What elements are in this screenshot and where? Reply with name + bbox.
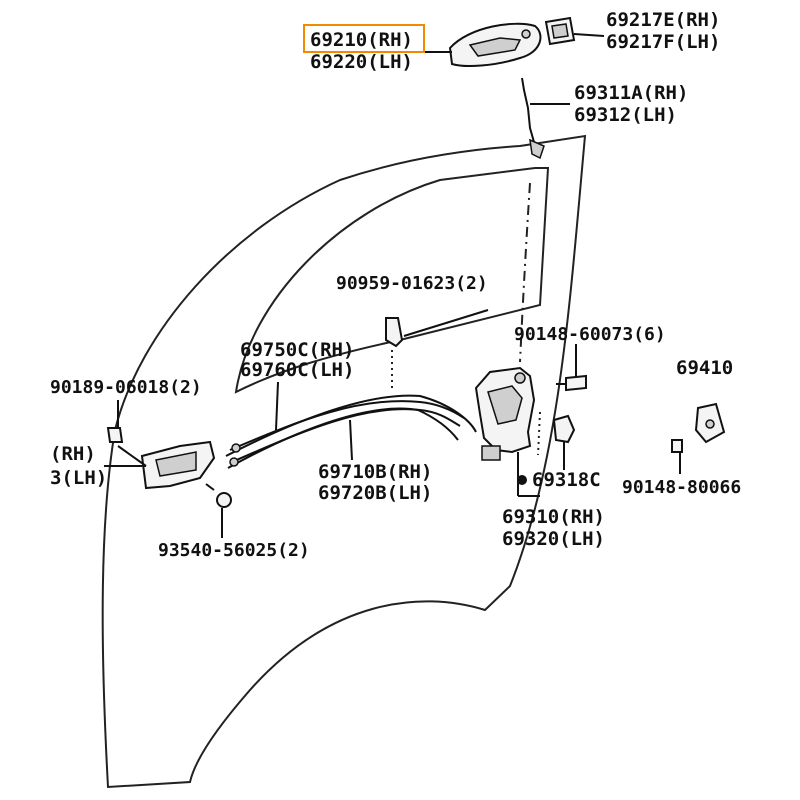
label-69217f[interactable]: 69217F(LH)	[606, 31, 720, 53]
handle-cover-part[interactable]	[544, 16, 576, 46]
label-69210[interactable]: 69210(RH)	[310, 29, 413, 51]
label-69410[interactable]: 69410	[676, 357, 733, 379]
lock-cables[interactable]	[225, 394, 477, 469]
striker-part[interactable]	[694, 402, 726, 444]
label-69310[interactable]: 69310(RH)	[502, 506, 605, 528]
highlight-box	[303, 24, 425, 53]
label-90189[interactable]: 90189-06018(2)	[50, 377, 202, 398]
label-69720b[interactable]: 69720B(LH)	[318, 482, 432, 504]
lock-screw-part[interactable]	[556, 374, 587, 392]
window-line	[234, 167, 550, 394]
label-inside-lh[interactable]: 3(LH)	[50, 467, 107, 489]
label-69318c[interactable]: 69318C	[532, 469, 601, 491]
lock-cover-part[interactable]	[552, 414, 576, 444]
handle-screw-part[interactable]	[205, 483, 232, 508]
label-69217e[interactable]: 69217E(RH)	[606, 9, 720, 31]
door-outline	[101, 134, 587, 789]
label-69311a[interactable]: 69311A(RH)	[574, 82, 688, 104]
outside-handle-part[interactable]	[448, 22, 542, 67]
label-inside-rh[interactable]: (RH)	[50, 443, 96, 465]
striker-screw-part[interactable]	[671, 439, 683, 453]
inside-bolt-part[interactable]	[106, 427, 124, 443]
leader-lines	[104, 33, 681, 538]
label-69320[interactable]: 69320(LH)	[502, 528, 605, 550]
door-panel-dashline	[519, 182, 531, 363]
door-panel-dotline	[391, 350, 541, 456]
clip-part[interactable]	[385, 317, 404, 348]
label-90148-80066[interactable]: 90148-80066	[622, 477, 741, 498]
lock-rod-part[interactable]	[521, 77, 545, 160]
label-69710b[interactable]: 69710B(RH)	[318, 461, 432, 483]
inside-handle-part[interactable]	[140, 440, 216, 490]
label-93540[interactable]: 93540-56025(2)	[158, 540, 310, 561]
label-69220[interactable]: 69220(LH)	[310, 51, 413, 73]
label-69760c[interactable]: 69760C(LH)	[240, 359, 354, 381]
label-90959[interactable]: 90959-01623(2)	[336, 273, 488, 294]
label-90148-60073[interactable]: 90148-60073(6)	[514, 324, 666, 345]
label-69312[interactable]: 69312(LH)	[574, 104, 677, 126]
door-lock-part[interactable]	[474, 366, 536, 461]
bullet-69318c	[517, 475, 527, 485]
label-69750c[interactable]: 69750C(RH)	[240, 339, 354, 361]
